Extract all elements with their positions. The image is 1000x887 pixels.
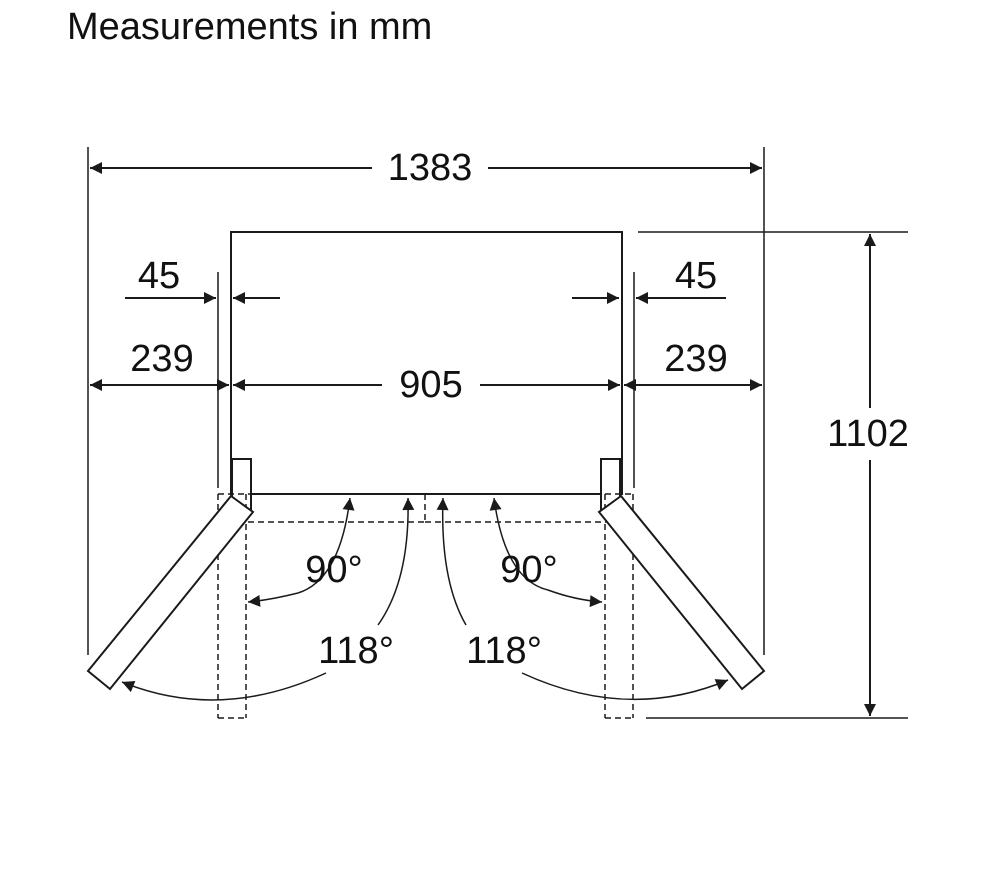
- label-90-left: 90°: [305, 549, 362, 591]
- arc-118-right-up: [436, 497, 467, 626]
- arc-118-right-side: [521, 672, 729, 701]
- dimension-cabinet-width: 905: [233, 364, 620, 406]
- label-1383: 1383: [388, 147, 473, 189]
- label-45-right: 45: [675, 255, 717, 297]
- label-118-left: 118°: [318, 630, 394, 672]
- left-door-open: [86, 494, 255, 691]
- dimension-hinge-offset-right: 45: [572, 255, 726, 304]
- label-905: 905: [399, 364, 462, 406]
- label-118-right: 118°: [466, 630, 542, 672]
- label-90-right: 90°: [500, 549, 557, 591]
- dimension-swing-left: 239: [90, 338, 229, 391]
- label-239-right: 239: [664, 338, 727, 380]
- arc-90-left-side: [247, 592, 299, 607]
- extension-lines: [87, 147, 908, 719]
- dimension-depth: 1102: [827, 234, 909, 716]
- arc-90-right-side: [547, 589, 603, 608]
- page-title: Measurements in mm: [67, 6, 433, 48]
- arc-90-left-up: [297, 497, 355, 594]
- arc-118-left-side: [121, 672, 327, 701]
- fridge-cabinet: [230, 231, 623, 522]
- label-239-left: 239: [130, 338, 193, 380]
- dimension-total-width: 1383: [90, 147, 762, 189]
- right-door-open: [597, 494, 766, 691]
- arc-118-left-up: [377, 497, 415, 626]
- dimension-swing-right: 239: [624, 338, 762, 391]
- dimension-hinge-offset-left: 45: [125, 255, 280, 304]
- door-90-outline-left: [217, 493, 425, 719]
- label-45-left: 45: [138, 255, 180, 297]
- arc-90-right-up: [489, 497, 549, 591]
- door-90-outline-right: [425, 493, 634, 719]
- label-1102: 1102: [827, 413, 909, 455]
